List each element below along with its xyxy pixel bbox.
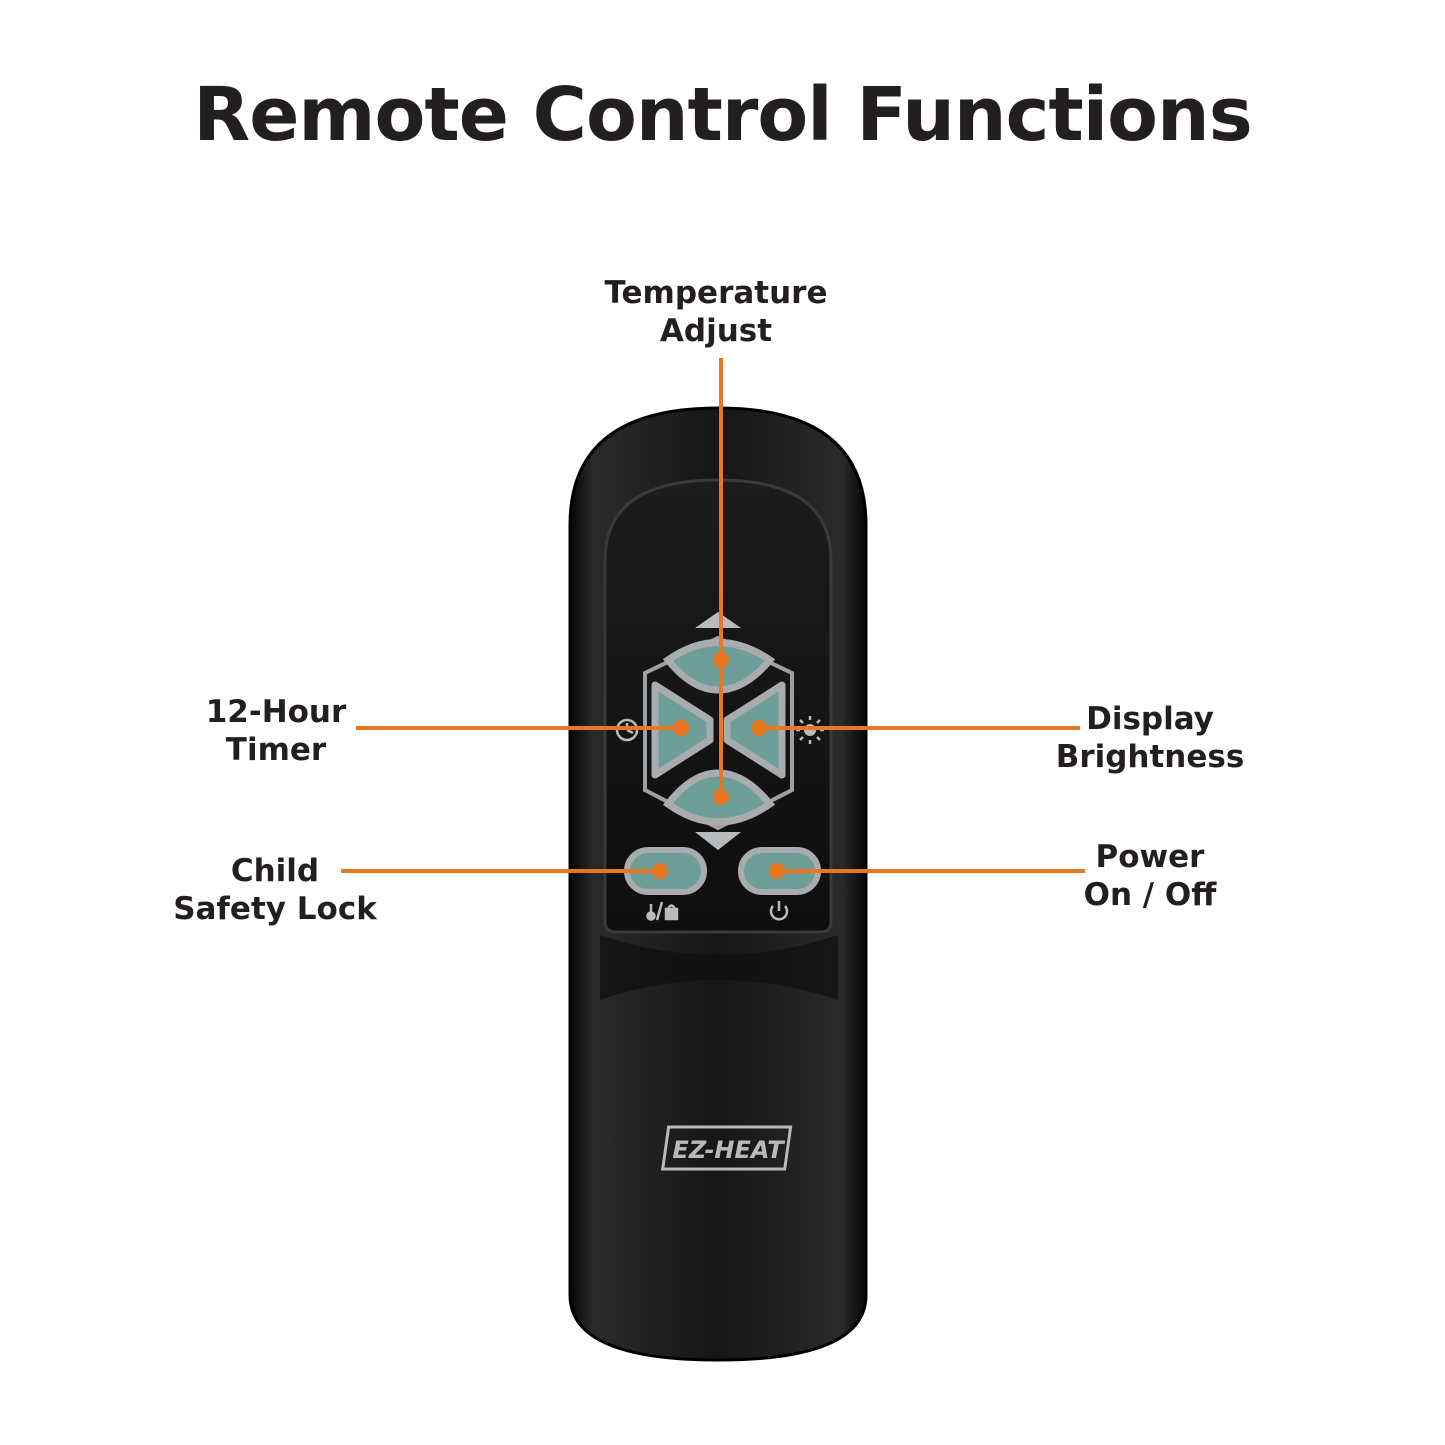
label-timer-line2: Timer	[225, 732, 327, 768]
callout-lines	[341, 358, 1085, 873]
callout-dot-timer	[673, 720, 689, 736]
label-child-safety-lock: Child Safety Lock	[160, 852, 390, 928]
label-temperature-line1: Temperature	[604, 275, 828, 311]
arrow-up-icon	[695, 612, 741, 628]
label-power-on-off: Power On / Off	[1060, 838, 1240, 914]
label-temperature-line2: Adjust	[659, 313, 773, 349]
label-power-line2: On / Off	[1083, 877, 1217, 913]
callout-dot-temperature-top	[713, 652, 729, 668]
label-display-brightness: Display Brightness	[1050, 700, 1250, 776]
callout-dot-temperature-bottom	[713, 789, 729, 805]
power-icon	[769, 901, 789, 921]
label-brightness-line1: Display	[1086, 701, 1214, 737]
callout-dot-lock	[652, 863, 668, 879]
label-12-hour-timer: 12-Hour Timer	[176, 693, 376, 769]
callout-dot-power	[769, 863, 785, 879]
remote-bottom-ridge	[600, 935, 838, 1000]
brand-logo-text: EZ-HEAT	[672, 1136, 785, 1164]
callout-dots	[652, 652, 785, 879]
callout-dot-brightness	[751, 720, 767, 736]
button-panel	[603, 478, 833, 934]
label-temperature-adjust: Temperature Adjust	[596, 274, 836, 350]
page-title: Remote Control Functions	[193, 72, 1253, 158]
thermometer-lock-icon	[646, 901, 679, 921]
label-brightness-line2: Brightness	[1055, 739, 1245, 775]
label-lock-line2: Safety Lock	[173, 891, 377, 927]
label-lock-line1: Child	[230, 853, 320, 889]
dpad-ring	[643, 635, 794, 831]
arrow-down-icon	[695, 832, 741, 850]
label-power-line1: Power	[1095, 839, 1205, 875]
ez-heat-logo: EZ-HEAT	[660, 1125, 793, 1171]
label-timer-line1: 12-Hour	[205, 694, 347, 730]
